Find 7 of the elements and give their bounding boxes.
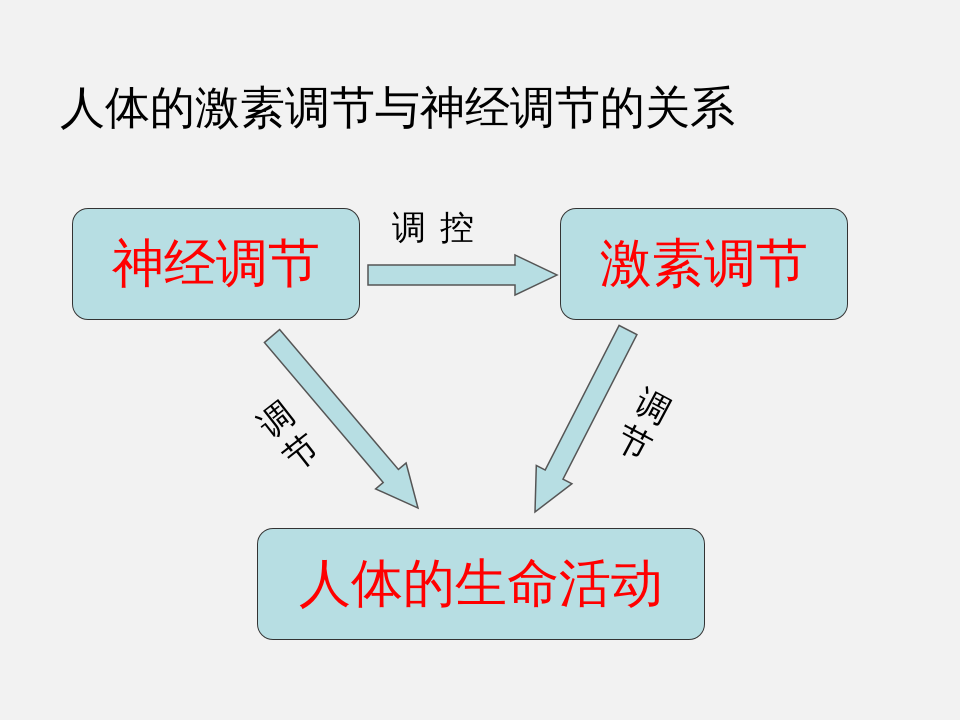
block-arrow: [534, 324, 638, 514]
block-arrow: [263, 328, 420, 510]
rounded-box: 激素调节: [560, 208, 848, 320]
title: 人体的激素调节与神经调节的关系: [60, 80, 735, 136]
rounded-box: 人体的生命活动: [257, 528, 705, 640]
rounded-box: 神经调节: [72, 208, 360, 320]
block-arrow: [367, 254, 559, 296]
